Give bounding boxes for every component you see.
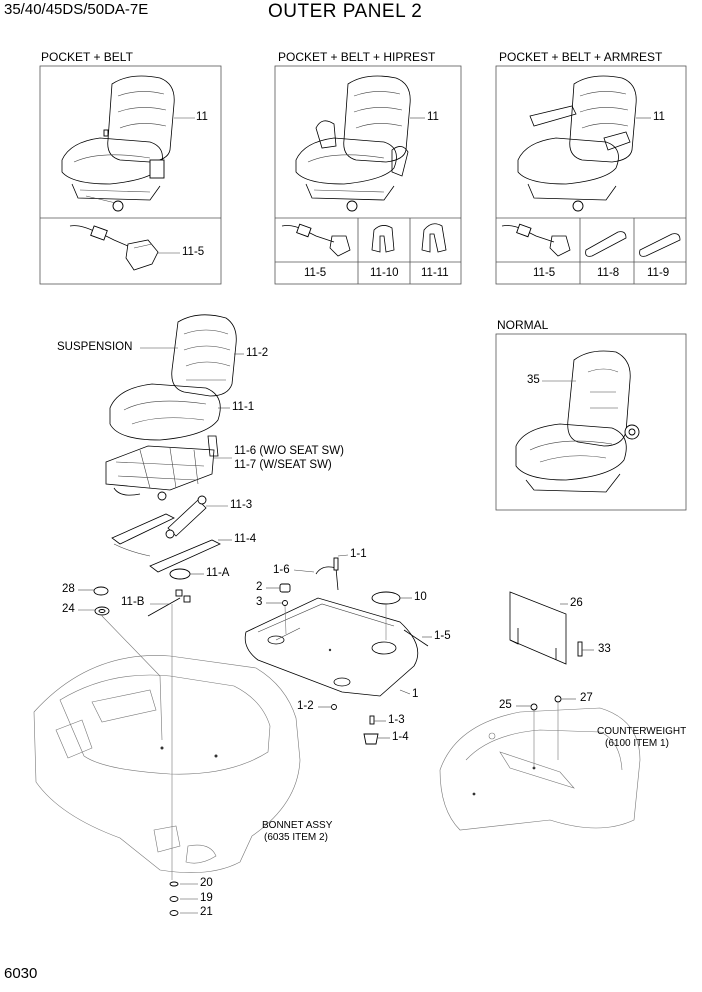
callout-11-4: 11-4: [234, 533, 257, 545]
callout-11-3: 11-3: [230, 499, 253, 511]
callout-24: 24: [62, 603, 75, 615]
seat-belt-illustration: [501, 223, 571, 257]
seat-illustration: [517, 75, 637, 212]
variant-label-normal: NORMAL: [497, 318, 549, 332]
callout-11-a: 11-A: [206, 567, 230, 579]
bonnet-note-line1: BONNET ASSY: [262, 820, 333, 831]
variant-box-pocket-belt-hiprest: [274, 65, 462, 285]
variant-box-pocket-belt-armrest: [495, 65, 687, 285]
callout-11-2: 11-2: [246, 347, 269, 359]
callout-10: 10: [414, 591, 427, 603]
variant-label-pocket-belt-hiprest: POCKET + BELT + HIPREST: [278, 50, 436, 64]
variant-box-normal: [495, 333, 687, 511]
callout-11: 11: [427, 111, 439, 123]
callout-11-5: 11-5: [304, 267, 327, 279]
hiprest-left-illustration: [371, 225, 395, 253]
small-parts-left: [78, 586, 191, 880]
callout-11-7: 11-7 (W/SEAT SW): [234, 459, 332, 471]
callout-2: 2: [256, 581, 263, 593]
callout-27: 27: [580, 692, 593, 704]
callout-25: 25: [499, 699, 512, 711]
callout-11-1: 11-1: [232, 401, 255, 413]
counterweight-assembly: [439, 591, 641, 831]
variant-label-pocket-belt-armrest: POCKET + BELT + ARMREST: [499, 50, 663, 64]
callout-11-10: 11-10: [370, 267, 399, 279]
callout-11-b: 11-B: [121, 596, 145, 608]
panel-assembly: [244, 554, 432, 745]
variant-box-pocket-belt: [39, 65, 222, 285]
bonnet-assembly: [33, 655, 301, 873]
callout-28: 28: [62, 583, 75, 595]
callout-26: 26: [570, 597, 583, 609]
callout-21: 21: [200, 906, 213, 918]
callout-1-3: 1-3: [388, 714, 405, 726]
variant-label-pocket-belt: POCKET + BELT: [41, 50, 133, 64]
page-number: 6030: [4, 965, 38, 982]
callout-3: 3: [256, 596, 263, 608]
callout-1-1: 1-1: [350, 548, 367, 560]
counterweight-note-line1: COUNTERWEIGHT: [597, 726, 687, 737]
seat-illustration: [61, 75, 175, 212]
seat-belt-illustration: [281, 223, 351, 257]
callout-1: 1: [412, 688, 419, 700]
callout-1-4: 1-4: [392, 731, 409, 743]
bonnet-hardware: [169, 881, 198, 916]
callout-33: 33: [598, 643, 611, 655]
suspension-label: SUSPENSION: [57, 341, 133, 353]
armrest-right-illustration: [639, 233, 681, 257]
suspension-seat-assembly: [105, 314, 244, 580]
callout-11-9: 11-9: [647, 267, 670, 279]
callout-11-6: 11-6 (W/O SEAT SW): [234, 445, 344, 457]
callout-11-11: 11-11: [421, 267, 449, 279]
model-number: 35/40/45DS/50DA-7E: [4, 1, 149, 18]
seat-belt-illustration: [69, 225, 159, 271]
callout-19: 19: [200, 892, 213, 904]
callout-20: 20: [200, 877, 213, 889]
seat-illustration: [295, 75, 411, 212]
callout-11-8: 11-8: [597, 267, 620, 279]
normal-seat-illustration: [515, 350, 640, 493]
page-title: OUTER PANEL 2: [268, 1, 423, 22]
callout-35: 35: [527, 374, 540, 386]
counterweight-note-line2: (6100 ITEM 1): [605, 738, 669, 749]
callout-1-6: 1-6: [273, 564, 290, 576]
bonnet-note-line2: (6035 ITEM 2): [264, 832, 328, 843]
callout-11-5: 11-5: [182, 246, 205, 258]
callout-1-2: 1-2: [297, 700, 314, 712]
callout-11: 11: [196, 111, 208, 123]
hiprest-right-illustration: [421, 223, 447, 253]
callout-11-5: 11-5: [533, 267, 556, 279]
callout-11: 11: [653, 111, 665, 123]
armrest-left-illustration: [585, 231, 627, 257]
callout-1-5: 1-5: [434, 630, 451, 642]
